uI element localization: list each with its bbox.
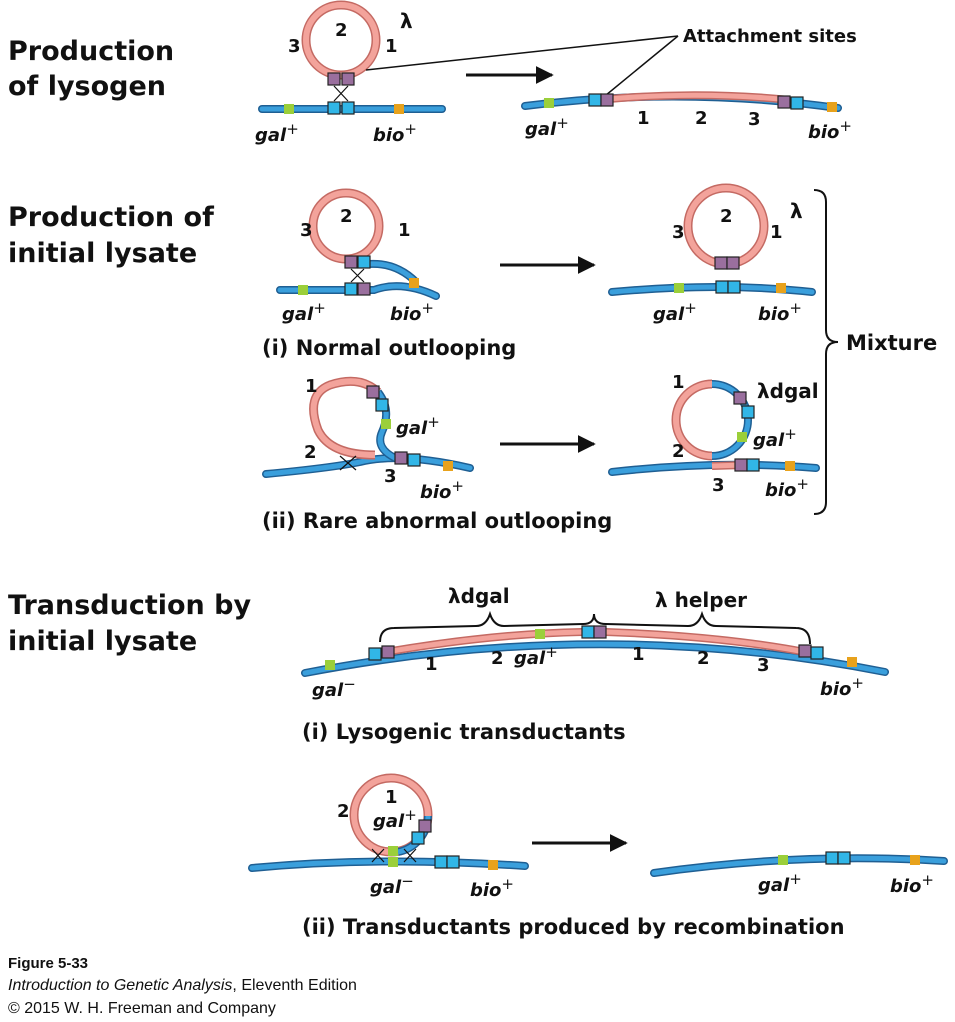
normal-after-num-3: 3 [672, 222, 685, 243]
lysogen-after-num-3: 3 [748, 109, 761, 130]
section-title-lysogen-2: of lysogen [8, 71, 166, 102]
mixture-label: Mixture [846, 331, 937, 355]
attachment-sites-label: Attachment sites [683, 26, 857, 47]
bio-plus-label: bio+ [765, 475, 809, 501]
lambda-dgal-label: λdgal [448, 584, 510, 608]
gal-minus-label: gal− [312, 675, 356, 701]
recombination-num-1: 1 [385, 787, 398, 808]
section-title-lysate-2: initial lysate [8, 238, 197, 269]
lambda-label: λ [400, 9, 413, 33]
recombination-before [248, 773, 529, 872]
abnormal-num-2: 2 [304, 442, 317, 463]
lysogenic-transductant-chromosome [301, 625, 889, 677]
subtitle-abnormal-outlooping: (ii) Rare abnormal outlooping [262, 509, 612, 533]
normal-num-1: 1 [398, 220, 411, 241]
lambda-label: λ [790, 199, 803, 223]
abnormal-num-1: 1 [305, 376, 318, 397]
abnormal-after-num-3: 3 [712, 475, 725, 496]
figure-number: Figure 5-33 [8, 955, 88, 972]
bio-plus-label: bio+ [820, 674, 864, 700]
section-title-lysogen-1: Production [8, 36, 174, 67]
mixture-brace [813, 189, 839, 515]
abnormal-after-num-2: 2 [672, 441, 685, 462]
gal-plus-label: gal+ [753, 425, 797, 451]
helper-num-1: 1 [632, 644, 645, 665]
normal-outlooping-before [276, 188, 440, 300]
lambda-dgal-label: λdgal [757, 379, 819, 403]
pointer-line [365, 35, 679, 71]
gal-plus-label: gal+ [282, 299, 326, 325]
gal-plus-label: gal+ [653, 299, 697, 325]
bio-plus-label: bio+ [808, 117, 852, 143]
lysogen-after [521, 91, 842, 112]
bio-plus-label: bio+ [373, 120, 417, 146]
gal-plus-label: gal+ [255, 120, 299, 146]
gal-plus-label: gal+ [758, 870, 802, 896]
normal-outlooping-after [608, 183, 816, 296]
bio-plus-label: bio+ [758, 299, 802, 325]
lambda-helper-label: λ helper [655, 588, 747, 612]
copyright: © 2015 W. H. Freeman and Company [8, 1000, 276, 1017]
lysogen-before [258, 0, 446, 115]
recombination-num-2: 2 [337, 801, 350, 822]
pointer-line [599, 35, 679, 101]
subtitle-normal-outlooping: (i) Normal outlooping [262, 336, 516, 360]
gal-plus-label: gal+ [373, 806, 417, 832]
lysogen-num-1: 1 [385, 36, 398, 57]
lysogen-num-3: 3 [288, 36, 301, 57]
lysogen-num-2: 2 [335, 20, 348, 41]
normal-num-3: 3 [300, 220, 313, 241]
lysogen-after-num-2: 2 [695, 108, 708, 129]
abnormal-outlooping-after [608, 379, 820, 476]
transductant-num-1: 1 [425, 654, 438, 675]
section-title-transduction-2: initial lysate [8, 626, 197, 657]
gal-plus-label: gal+ [525, 114, 569, 140]
gal-plus-label: gal+ [396, 413, 440, 439]
book-title-line: Introduction to Genetic Analysis, Eleven… [8, 977, 357, 994]
normal-after-num-2: 2 [720, 206, 733, 227]
subtitle-lysogenic-transductants: (i) Lysogenic transductants [302, 720, 626, 744]
gal-plus-label: gal+ [514, 643, 558, 669]
subtitle-recombination: (ii) Transductants produced by recombina… [302, 915, 845, 939]
normal-num-2: 2 [340, 206, 353, 227]
section-title-transduction-1: Transduction by [8, 590, 251, 621]
abnormal-num-3: 3 [384, 466, 397, 487]
lysogen-after-num-1: 1 [637, 108, 650, 129]
normal-after-num-1: 1 [770, 222, 783, 243]
gal-minus-label: gal− [370, 872, 414, 898]
section-title-lysate-1: Production of [8, 202, 214, 233]
lambda-dgal-brace [379, 610, 595, 643]
abnormal-after-num-1: 1 [672, 372, 685, 393]
lambda-helper-brace [593, 610, 811, 645]
helper-num-2: 2 [697, 648, 710, 669]
bio-plus-label: bio+ [390, 299, 434, 325]
bio-plus-label: bio+ [470, 875, 514, 901]
abnormal-outlooping-before [262, 376, 474, 478]
bio-plus-label: bio+ [890, 871, 934, 897]
recombination-after [650, 851, 948, 877]
helper-num-3: 3 [757, 655, 770, 676]
transductant-num-2: 2 [491, 648, 504, 669]
bio-plus-label: bio+ [420, 477, 464, 503]
